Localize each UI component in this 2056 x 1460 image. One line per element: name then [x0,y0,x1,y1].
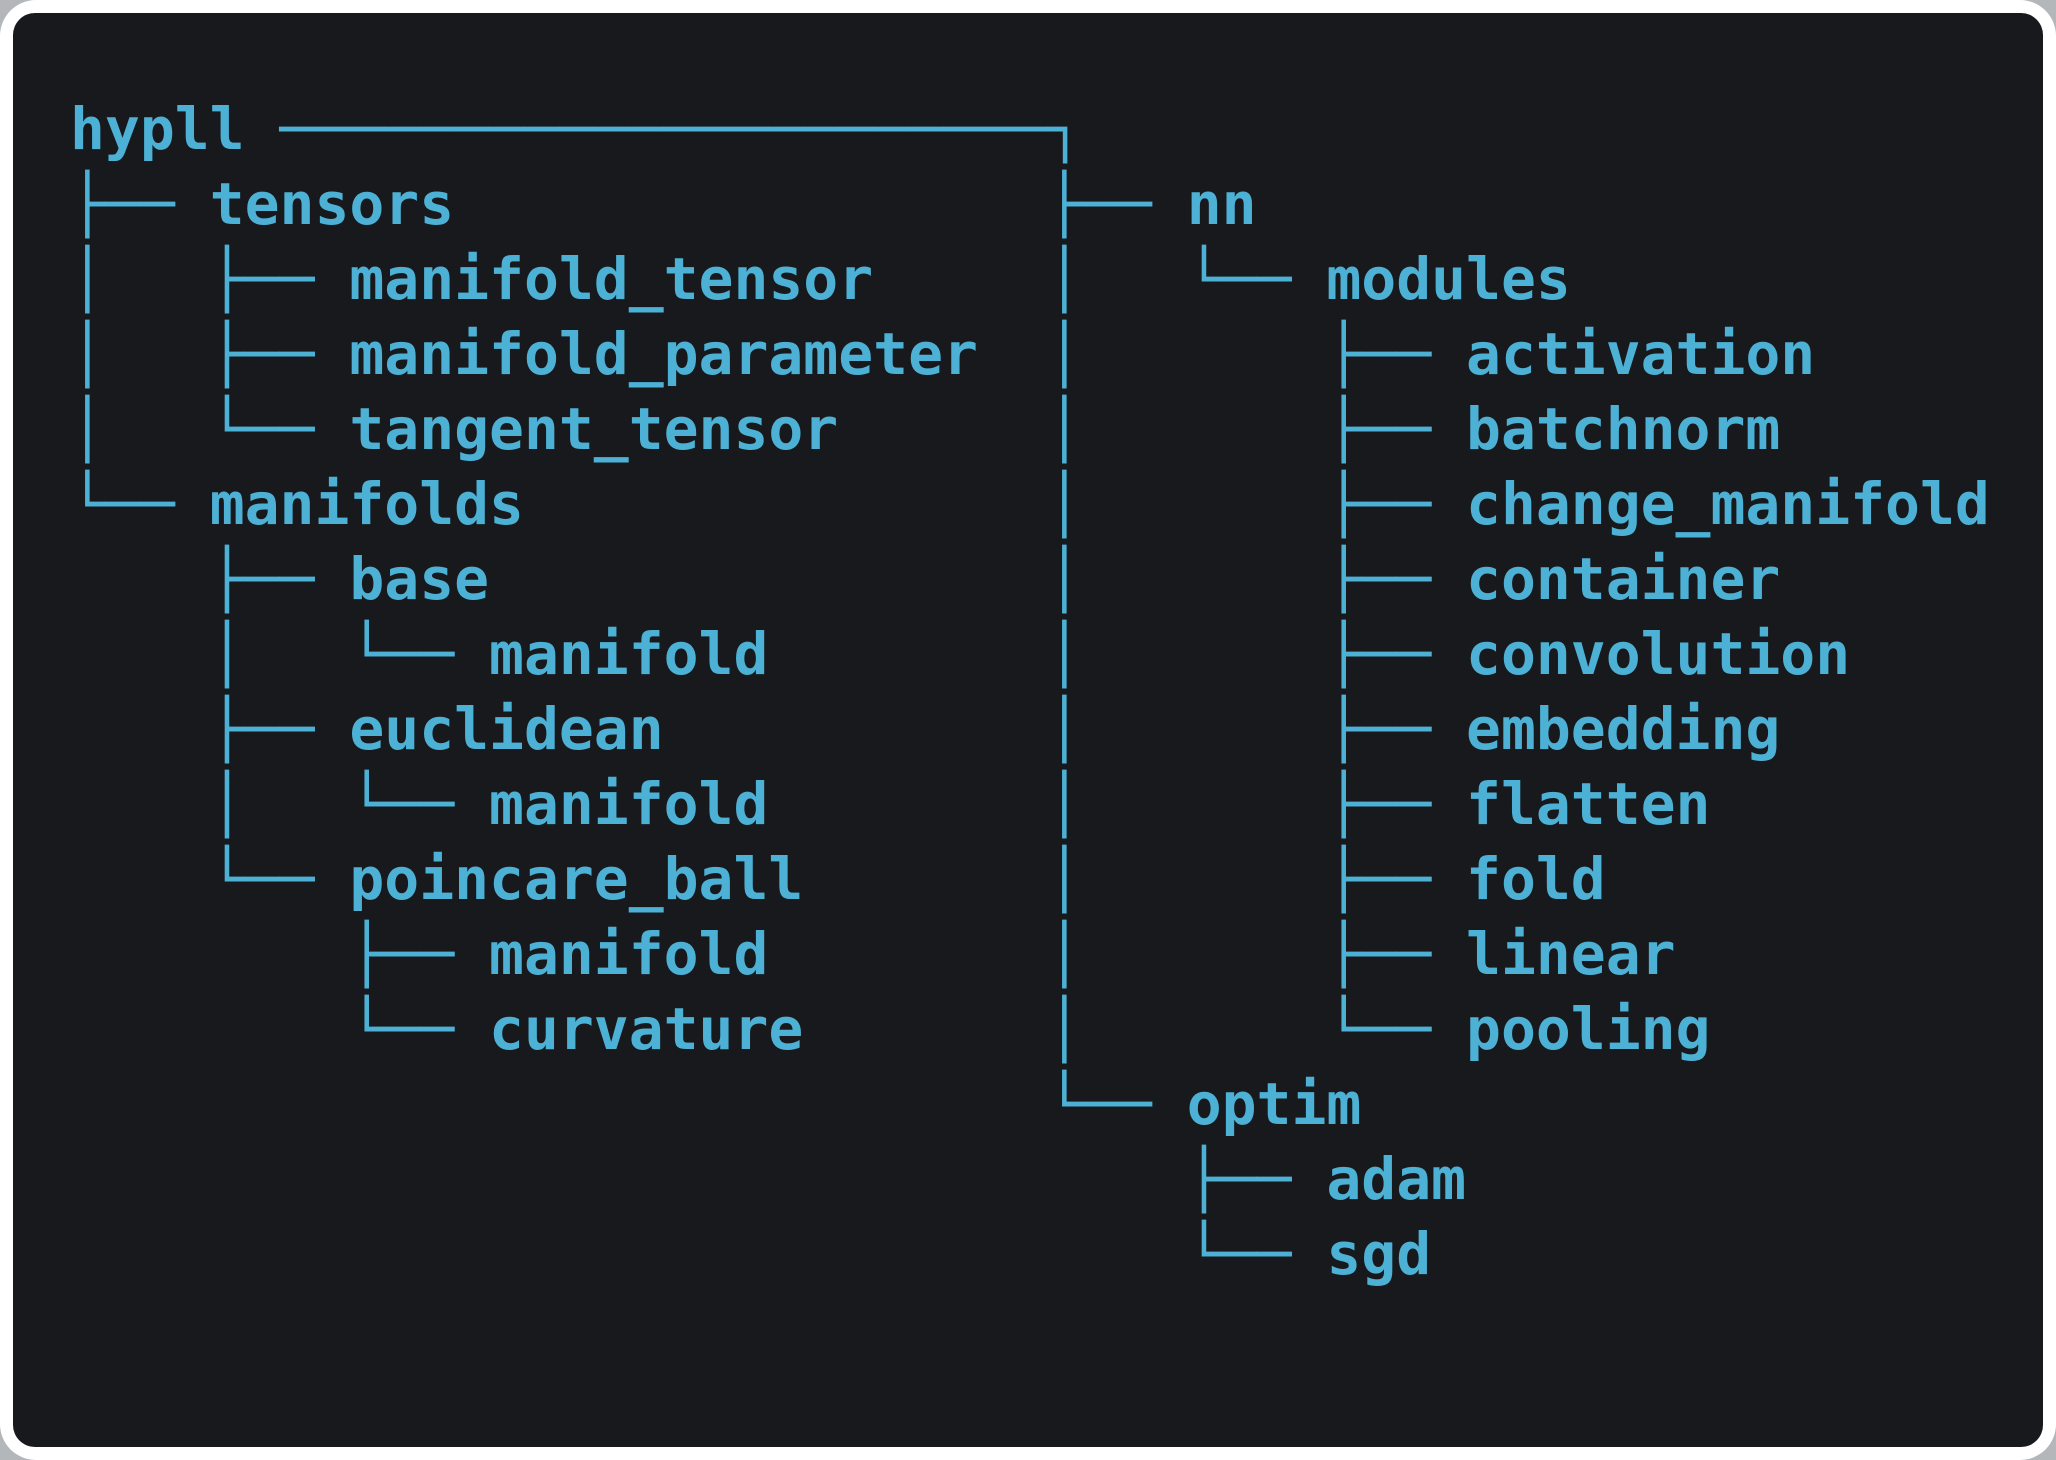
tree-branch-prefix: ├── [70,920,490,988]
tree-row: │ ├── linear [1047,917,1990,992]
tree-row: │ └── manifold [70,617,1083,692]
root-connector-line: ──────────────────────┐ [244,95,1083,163]
tree-branch-prefix: └── [70,845,350,913]
tree-branch-prefix: │ └── [70,770,490,838]
node-tensors: tensors [209,170,455,238]
tree-row: │ ├── flatten [1047,767,1990,842]
tree-branch-prefix: │ ├── [1047,845,1467,913]
tree-row: │ ├── manifold_tensor [70,242,1083,317]
package-tree-left-column: hypll ──────────────────────┐ ├── tensor… [70,92,1083,1067]
node-euclidean: euclidean [349,695,664,763]
node-sgd: sgd [1326,1220,1432,1288]
tree-row: └── curvature [70,992,1083,1067]
tree-branch-prefix: │ ├── [1047,770,1467,838]
tree-row: │ └── modules [1047,242,1990,317]
node-adam: adam [1326,1145,1467,1213]
tree-branch-prefix: │ └── [70,395,350,463]
node-fold: fold [1466,845,1606,913]
tree-row: ├── euclidean [70,692,1083,767]
node-activation: activation [1466,320,1816,388]
node-hypll: hypll [70,95,245,163]
tree-branch-prefix: └── [70,995,490,1063]
tree-row: │ ├── container [1047,542,1990,617]
tree-row: ├── manifold [70,917,1083,992]
tree-row: └── optim [1047,1067,1990,1142]
tree-branch-prefix: │ └── [1047,245,1327,313]
node-nn: nn [1186,170,1257,238]
tree-branch-prefix: │ ├── [1047,545,1467,613]
tree-row: ├── tensors [70,167,1083,242]
tree-row: ├── base [70,542,1083,617]
package-tree-right-column: ├── nn │ └── modules │ ├── activation │ … [1047,167,1990,1292]
node-pooling: pooling [1466,995,1711,1063]
tree-row: └── sgd [1047,1217,1990,1292]
tree-row: └── manifolds [70,467,1083,542]
node-base: base [349,545,490,613]
node-base-manifold: manifold [489,620,769,688]
node-poincare-manifold: manifold [489,920,769,988]
tree-row: │ ├── activation [1047,317,1990,392]
tree-row: │ └── pooling [1047,992,1990,1067]
node-change-manifold: change_manifold [1466,470,1990,538]
node-optim: optim [1186,1070,1362,1138]
node-poincare-ball: poincare_ball [349,845,804,913]
node-euclidean-manifold: manifold [489,770,769,838]
tree-row-root: hypll ──────────────────────┐ [70,92,1083,167]
tree-branch-prefix: ├── [70,545,350,613]
tree-branch-prefix: │ ├── [1047,695,1467,763]
tree-row: │ ├── embedding [1047,692,1990,767]
node-batchnorm: batchnorm [1466,395,1781,463]
tree-branch-prefix: ├── [1047,170,1187,238]
tree-branch-prefix: │ ├── [1047,320,1467,388]
tree-row: │ ├── convolution [1047,617,1990,692]
tree-branch-prefix: │ ├── [70,245,350,313]
tree-row: │ └── manifold [70,767,1083,842]
node-tangent-tensor: tangent_tensor [349,395,839,463]
node-manifolds: manifolds [209,470,524,538]
tree-row: ├── adam [1047,1142,1990,1217]
tree-branch-prefix: │ ├── [70,320,350,388]
tree-row: └── poincare_ball [70,842,1083,917]
node-curvature: curvature [489,995,804,1063]
tree-branch-prefix: ├── [1047,1145,1327,1213]
terminal-panel [13,13,2043,1447]
tree-branch-prefix: └── [70,470,210,538]
tree-row: ├── nn [1047,167,1990,242]
tree-branch-prefix: ├── [70,695,350,763]
tree-branch-prefix: └── [1047,1220,1327,1288]
node-flatten: flatten [1466,770,1711,838]
node-embedding: embedding [1466,695,1781,763]
tree-branch-prefix: └── [1047,1070,1187,1138]
tree-row: │ └── tangent_tensor [70,392,1083,467]
tree-row: │ ├── change_manifold [1047,467,1990,542]
node-container: container [1466,545,1781,613]
tree-branch-prefix: ├── [70,170,210,238]
node-manifold-tensor: manifold_tensor [349,245,874,313]
node-linear: linear [1466,920,1676,988]
tree-row: │ ├── manifold_parameter [70,317,1083,392]
node-manifold-parameter: manifold_parameter [349,320,978,388]
tree-branch-prefix: │ ├── [1047,620,1467,688]
tree-row: │ ├── fold [1047,842,1990,917]
node-convolution: convolution [1466,620,1851,688]
tree-branch-prefix: │ ├── [1047,920,1467,988]
node-modules: modules [1326,245,1571,313]
tree-row: │ ├── batchnorm [1047,392,1990,467]
tree-branch-prefix: │ ├── [1047,470,1467,538]
tree-branch-prefix: │ └── [70,620,490,688]
tree-branch-prefix: │ ├── [1047,395,1467,463]
tree-branch-prefix: │ └── [1047,995,1467,1063]
